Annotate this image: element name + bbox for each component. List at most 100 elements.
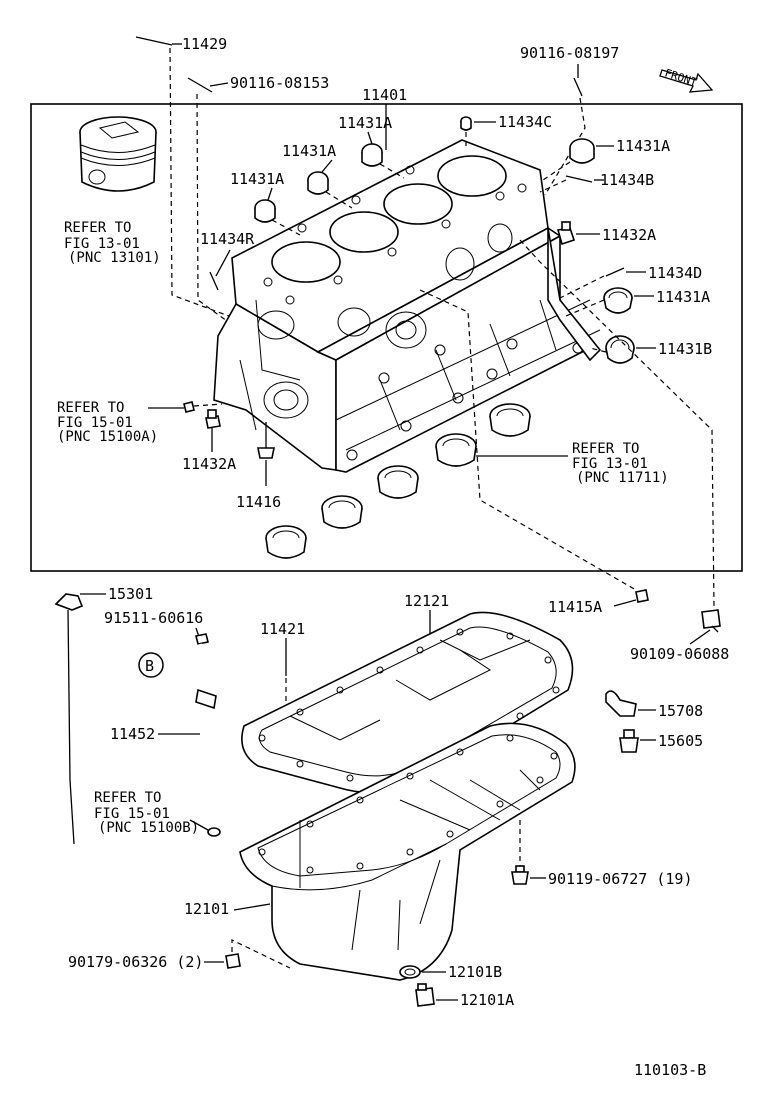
small-fitting-15100A[interactable]	[183, 401, 195, 413]
front-label: FRONT	[663, 66, 699, 89]
gasket-12101B[interactable]	[399, 965, 421, 979]
nut-90179-06326[interactable]	[225, 953, 241, 969]
ref-11711: REFER TO FIG 13-01 (PNC 11711)	[572, 441, 669, 486]
leader-11415A	[613, 599, 637, 607]
bolt-11416[interactable]	[257, 422, 275, 459]
part-label-91511-60616: 91511-60616	[104, 609, 203, 627]
leader-dash-15100A	[193, 403, 223, 407]
pin-11434R[interactable]	[209, 271, 219, 291]
plug-11431A-top-left[interactable]	[307, 171, 329, 195]
plug-11432A-right[interactable]	[556, 221, 576, 246]
part-label-11431A-5: 11431A	[656, 288, 710, 306]
leader-dash-to-11415A	[419, 289, 637, 591]
leader-ref-15100B	[189, 819, 209, 831]
part-label-11432A-2: 11432A	[182, 455, 236, 473]
plug-15605[interactable]	[619, 729, 639, 753]
part-label-11431A-2: 11431A	[616, 137, 670, 155]
part-label-11421: 11421	[260, 620, 305, 638]
leader-11434R	[215, 249, 231, 277]
dipstick-guide-11452[interactable]	[195, 633, 217, 811]
part-label-11401: 11401	[362, 86, 407, 104]
stud-90116-08153[interactable]	[187, 77, 229, 93]
part-label-12101B: 12101B	[448, 963, 502, 981]
ref-15100A: REFER TO FIG 15-01 (PNC 15100A)	[57, 400, 158, 445]
part-label-11431A-3: 11431A	[282, 142, 336, 160]
stud-90116-08197[interactable]	[573, 64, 583, 97]
part-label-12121: 12121	[404, 592, 449, 610]
part-label-11429: 11429	[182, 35, 227, 53]
bolt-90119-06727[interactable]	[511, 865, 529, 885]
part-label-11434C: 11434C	[498, 113, 552, 131]
part-label-90119-06727: 90119-06727 (19)	[548, 870, 693, 888]
drain-plug-12101A[interactable]	[415, 983, 435, 1007]
plug-11431A-top-center[interactable]	[361, 143, 383, 167]
part-label-11431B: 11431B	[658, 340, 712, 358]
plug-11431A-top-right[interactable]	[569, 138, 595, 164]
main-bearing-4[interactable]	[435, 433, 477, 467]
plug-11432A-left[interactable]	[205, 409, 221, 429]
leader-90109-06088	[689, 629, 711, 645]
leader-12101	[233, 903, 271, 911]
part-label-12101A: 12101A	[460, 991, 514, 1009]
main-bearing-5[interactable]	[489, 403, 531, 437]
plug-11431B[interactable]	[605, 335, 635, 364]
front-arrow-icon	[659, 69, 714, 93]
leader-11431A-4	[267, 187, 273, 201]
part-label-11434D: 11434D	[648, 264, 702, 282]
pin-11434C[interactable]	[460, 116, 472, 131]
svg-text:FIG 15-01: FIG 15-01	[94, 806, 170, 822]
callout-circle-b: B	[138, 652, 164, 678]
svg-text:(PNC 15100B): (PNC 15100B)	[98, 820, 199, 836]
leader-dash-11434B	[539, 179, 567, 193]
plug-11431A-right[interactable]	[603, 287, 633, 314]
part-label-90116-08153: 90116-08153	[230, 74, 329, 92]
part-label-11416: 11416	[236, 493, 281, 511]
svg-text:B: B	[145, 657, 154, 675]
piston[interactable]	[79, 116, 157, 192]
part-label-15301: 15301	[108, 585, 153, 603]
main-bearing-3[interactable]	[377, 465, 419, 499]
part-label-11431A-4: 11431A	[230, 170, 284, 188]
bolt-90109-06088[interactable]	[701, 609, 721, 633]
leader-dash-right-1	[559, 275, 605, 299]
leader-11429	[169, 47, 246, 323]
part-label-15708: 15708	[658, 702, 703, 720]
bolt-11415A[interactable]	[635, 589, 649, 603]
part-label-90116-08197: 90116-08197	[520, 44, 619, 62]
svg-text:(PNC 13101): (PNC 13101)	[68, 250, 161, 266]
ref-13101: REFER TO FIG 13-01 (PNC 13101)	[64, 220, 161, 266]
svg-text:FIG 13-01: FIG 13-01	[64, 236, 140, 252]
part-15708[interactable]	[605, 690, 637, 717]
part-label-12101: 12101	[184, 900, 229, 918]
leader-11431A-1	[367, 131, 373, 145]
oil-pan-12101[interactable]	[239, 722, 576, 981]
stud-11429[interactable]	[135, 36, 182, 46]
leader-dash-plug-top-center	[379, 163, 405, 179]
svg-text:(PNC 11711): (PNC 11711)	[576, 470, 669, 486]
svg-text:REFER TO: REFER TO	[94, 790, 161, 806]
cylinder-block[interactable]	[213, 139, 602, 473]
pin-11434B[interactable]	[565, 175, 593, 183]
leader-dash-plug-top-right	[539, 161, 571, 183]
part-label-90179-06326: 90179-06326 (2)	[68, 953, 203, 971]
o-ring-15100B[interactable]	[207, 827, 221, 837]
pin-11434D[interactable]	[605, 267, 625, 277]
part-label-11434R: 11434R	[200, 230, 255, 248]
dipstick-15301[interactable]	[54, 593, 84, 845]
part-label-11434B: 11434B	[600, 171, 654, 189]
leader-dash-90179	[231, 939, 291, 969]
plug-11431A-left[interactable]	[254, 199, 276, 223]
leader-dash-right-2	[565, 299, 605, 317]
main-bearing-2[interactable]	[321, 495, 363, 529]
svg-text:FIG 13-01: FIG 13-01	[572, 456, 648, 472]
svg-text:REFER TO: REFER TO	[572, 441, 639, 457]
svg-text:FIG 15-01: FIG 15-01	[57, 415, 133, 431]
leader-90116-08197	[544, 97, 586, 196]
leader-11431A-3	[321, 159, 333, 173]
leader-dash-right-3	[589, 347, 607, 353]
part-label-11432A-1: 11432A	[602, 226, 656, 244]
main-bearing-1[interactable]	[265, 525, 307, 559]
part-label-90109-06088: 90109-06088	[630, 645, 729, 663]
